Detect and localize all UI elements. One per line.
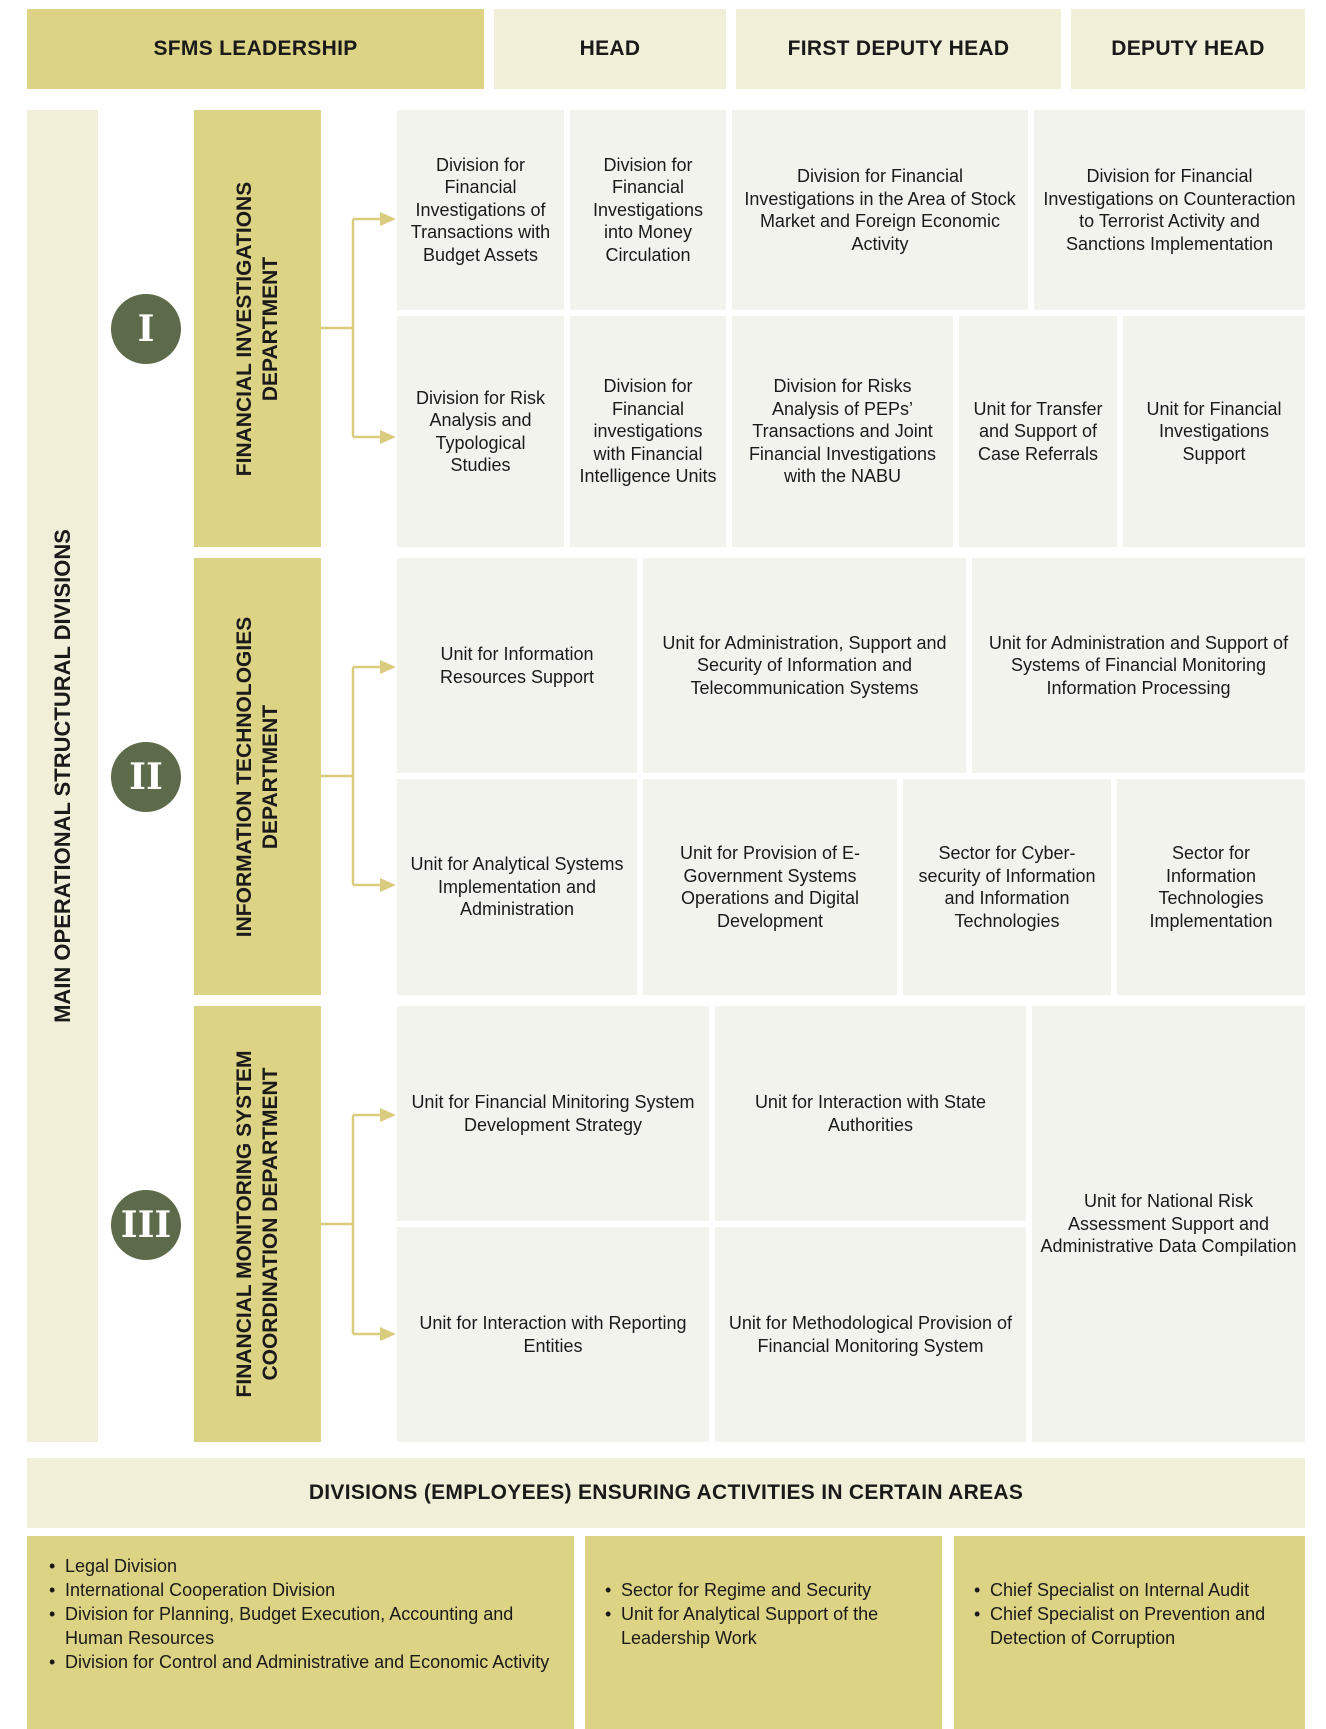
header-deputy: DEPUTY HEAD	[1071, 9, 1305, 89]
header-first-deputy: FIRST DEPUTY HEAD	[736, 9, 1061, 89]
unit-cell: Division for Risks Analysis of PEPs’ Tra…	[732, 316, 953, 547]
header-leadership: SFMS LEADERSHIP	[27, 9, 484, 89]
list-item: Division for Control and Administrative …	[47, 1650, 554, 1674]
list-item: Chief Specialist on Prevention and Detec…	[972, 1602, 1287, 1650]
unit-cell: Division for Financial Investigations in…	[570, 110, 726, 310]
unit-cell: Unit for Analytical Systems Implementati…	[397, 779, 637, 995]
unit-cell: Division for Risk Analysis and Typologic…	[397, 316, 564, 547]
list-item: Division for Planning, Budget Execution,…	[47, 1602, 554, 1650]
list-item: Chief Specialist on Internal Audit	[972, 1578, 1287, 1602]
unit-cell: Unit for Interaction with State Authorit…	[715, 1006, 1026, 1221]
unit-cell: Sector for Information Technologies Impl…	[1117, 779, 1305, 995]
unit-cell-spanning: Unit for National Risk Assessment Suppor…	[1032, 1006, 1305, 1442]
bottom-list-1: Legal Division International Cooperation…	[47, 1554, 554, 1674]
unit-cell: Unit for Provision of E-Government Syste…	[643, 779, 897, 995]
department-financial-investigations: FINANCIAL INVESTIGATIONS DEPARTMENT	[194, 110, 321, 547]
bottom-column-1: Legal Division International Cooperation…	[27, 1536, 574, 1729]
bottom-list-2: Sector for Regime and Security Unit for …	[603, 1578, 924, 1650]
unit-cell: Unit for Administration, Support and Sec…	[643, 558, 966, 773]
numeral-badge-2: II	[111, 742, 181, 812]
unit-cell: Sector for Cyber-security of Information…	[903, 779, 1111, 995]
list-item: Sector for Regime and Security	[603, 1578, 924, 1602]
unit-cell: Division for Financial Investigations of…	[397, 110, 564, 310]
unit-cell: Unit for Administration and Support of S…	[972, 558, 1305, 773]
unit-cell: Unit for Financial Investigations Suppor…	[1123, 316, 1305, 547]
header-head: HEAD	[494, 9, 726, 89]
unit-cell: Unit for Transfer and Support of Case Re…	[959, 316, 1117, 547]
list-item: Unit for Analytical Support of the Leade…	[603, 1602, 924, 1650]
unit-cell: Division for Financial Investigations in…	[732, 110, 1028, 310]
numeral-badge-1: I	[111, 294, 181, 364]
unit-cell: Unit for Interaction with Reporting Enti…	[397, 1227, 709, 1442]
unit-cell: Division for Financial investigations wi…	[570, 316, 726, 547]
bottom-list-3: Chief Specialist on Internal Audit Chief…	[972, 1578, 1287, 1650]
main-divisions-panel: MAIN OPERATIONAL STRUCTURAL DIVISIONS	[27, 110, 98, 1442]
department-information-technologies: INFORMATION TECHNOLOGIES DEPARTMENT	[194, 558, 321, 995]
list-item: International Cooperation Division	[47, 1578, 554, 1602]
unit-cell: Unit for Financial Minitoring System Dev…	[397, 1006, 709, 1221]
unit-cell: Unit for Methodological Provision of Fin…	[715, 1227, 1026, 1442]
bottom-column-3: Chief Specialist on Internal Audit Chief…	[954, 1536, 1305, 1729]
unit-cell: Division for Financial Investigations on…	[1034, 110, 1305, 310]
unit-cell: Unit for Information Resources Support	[397, 558, 637, 773]
numeral-badge-3: III	[111, 1190, 181, 1260]
department-financial-monitoring: FINANCIAL MONITORING SYSTEM COORDINATION…	[194, 1006, 321, 1442]
list-item: Legal Division	[47, 1554, 554, 1578]
bottom-column-2: Sector for Regime and Security Unit for …	[585, 1536, 942, 1729]
bottom-title: DIVISIONS (EMPLOYEES) ENSURING ACTIVITIE…	[27, 1458, 1305, 1528]
